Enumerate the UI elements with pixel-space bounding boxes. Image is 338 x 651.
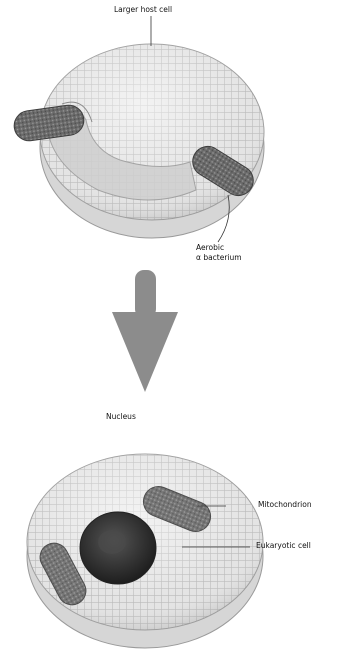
- label-mitochondrion: Mitochondrion: [258, 501, 312, 510]
- label-eukaryotic-cell: Eukaryotic cell: [256, 542, 311, 551]
- nucleus: [80, 512, 156, 584]
- label-nucleus: Nucleus: [106, 413, 136, 422]
- process-arrow: [112, 270, 178, 392]
- host-cell: [40, 44, 264, 238]
- label-aerobic-bacterium-line1: Aerobic: [196, 244, 224, 253]
- label-aerobic-bacterium-line2: α bacterium: [196, 254, 242, 263]
- label-larger-host-cell: Larger host cell: [114, 6, 172, 15]
